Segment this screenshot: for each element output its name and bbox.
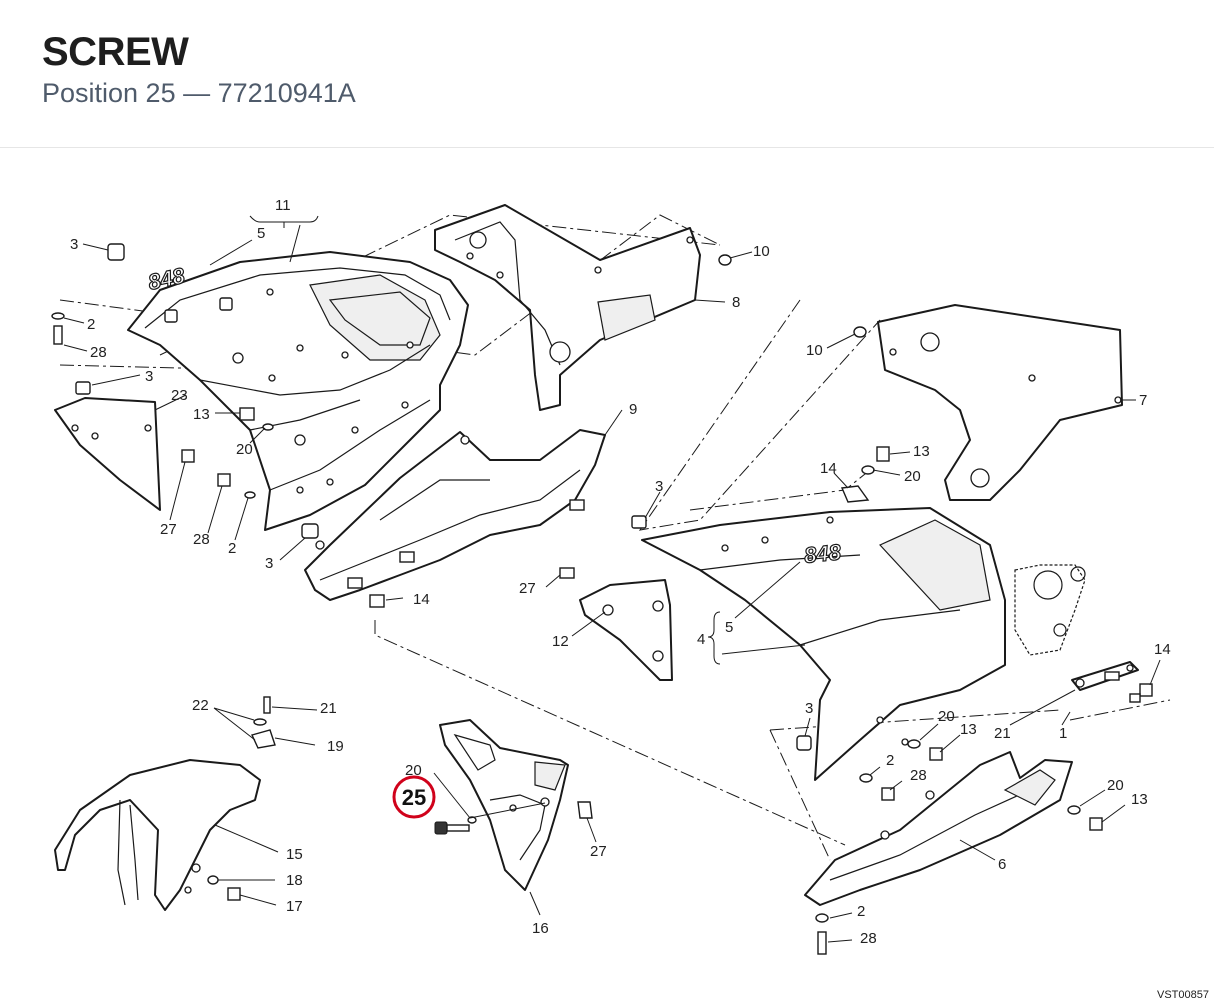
callout-21: 21: [994, 725, 1011, 742]
callout-13: 13: [193, 406, 210, 423]
callout-13: 13: [960, 721, 977, 738]
callout-19: 19: [327, 738, 344, 755]
part-subtitle: Position 25 — 77210941A: [42, 78, 356, 109]
callout-5: 5: [257, 225, 265, 242]
callout-2: 2: [87, 316, 95, 333]
callout-26: 27: [519, 580, 536, 597]
callout-28: 28: [910, 767, 927, 784]
part-15-front-mudguard: [54, 759, 261, 911]
exploded-diagram: 848: [0, 148, 1214, 1003]
part-number: 77210941A: [217, 78, 356, 108]
fairing-exploded-view: 848: [51, 197, 1209, 1001]
callout-17: 17: [286, 898, 303, 915]
hardware-fasteners: [51, 243, 1153, 955]
callout-28: 28: [860, 930, 877, 947]
callout-26: 27: [160, 521, 177, 538]
callout-13: 13: [913, 443, 930, 460]
part-6-belly-pan: [804, 751, 1073, 906]
part-24-side-panel: [54, 397, 161, 511]
part-7-inner-panel: [877, 304, 1123, 501]
callout-28: 28: [90, 344, 107, 361]
callout-5: 5: [725, 619, 733, 636]
callout-9: 9: [629, 401, 637, 418]
callout-6: 6: [998, 856, 1006, 873]
callout-18: 18: [286, 872, 303, 889]
logo-848-side: 848: [803, 539, 843, 568]
callout-14: 14: [1154, 641, 1171, 658]
callout-13: 13: [1131, 791, 1148, 808]
title-separator: —: [183, 78, 211, 108]
callout-16: 16: [532, 920, 549, 937]
callout-20: 20: [938, 708, 955, 725]
position-label: Position 25: [42, 78, 176, 108]
callout-4: 4: [697, 631, 705, 648]
part-21-bracket: [1071, 661, 1139, 691]
leader-lines: [63, 215, 1161, 943]
callout-3: 3: [655, 478, 663, 495]
callout-20: 20: [405, 762, 422, 779]
callout-12: 12: [552, 633, 569, 650]
callout-15: 15: [286, 846, 303, 863]
drawing-code: VST00857: [1157, 989, 1209, 1001]
part-12-panel: [579, 579, 673, 681]
callout-11: 11: [275, 197, 291, 214]
callout-3: 3: [265, 555, 273, 572]
highlight-position-label: 25: [402, 785, 426, 810]
part-header: SCREW Position 25 — 77210941A: [0, 0, 1214, 148]
callout-3: 3: [805, 700, 813, 717]
callout-20: 20: [1107, 777, 1124, 794]
part-title: SCREW: [42, 30, 189, 74]
callout-1: 1: [1059, 725, 1067, 742]
part-9-lower-piece: [304, 429, 606, 601]
callout-22: 21: [320, 700, 337, 717]
callout-7: 7: [1139, 392, 1147, 409]
callout-10: 10: [806, 342, 823, 359]
callout-labels: 3 5 11 2 28 3 23 13 20 27 28 2 3 14 9 10…: [70, 197, 1171, 947]
callout-28: 28: [193, 531, 210, 548]
callout-27: 27: [590, 843, 607, 860]
callout-14: 14: [820, 460, 837, 477]
callout-20: 20: [904, 468, 921, 485]
part-11-upper-fairing: 848: [127, 251, 469, 531]
part-4-side-fairing: 848: [641, 507, 1006, 781]
callout-2: 2: [857, 903, 865, 920]
part-8-bracket: [434, 204, 701, 411]
callout-2: 2: [886, 752, 894, 769]
callout-2: 2: [228, 540, 236, 557]
engine-outline: [1014, 564, 1086, 656]
callout-14: 14: [413, 591, 430, 608]
callout-10: 10: [753, 243, 770, 260]
callout-20: 20: [236, 441, 253, 458]
callout-23: 22: [192, 697, 209, 714]
callout-3: 3: [70, 236, 78, 253]
callout-24: 23: [171, 387, 188, 404]
highlight-position-25[interactable]: 25: [392, 775, 436, 819]
callout-3: 3: [145, 368, 153, 385]
callout-8: 8: [732, 294, 740, 311]
